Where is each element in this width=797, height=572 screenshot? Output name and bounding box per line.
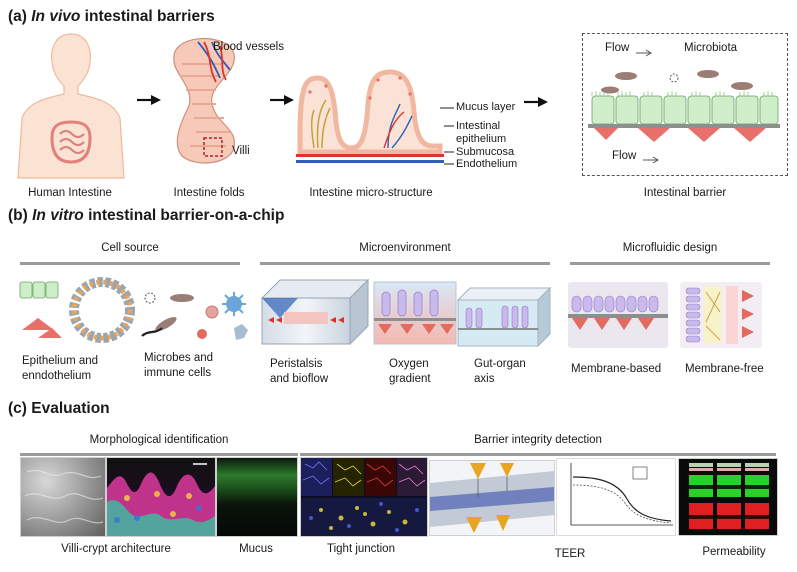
peristalsis-chip-illustration: [260, 278, 370, 346]
arrow-right-icon: [137, 95, 161, 105]
section-b-title: (b) In vitro intestinal barrier-on-a-chi…: [8, 207, 285, 224]
teer-impedance-plot: [556, 458, 676, 536]
gut-organ-axis-illustration: [456, 286, 552, 348]
rule-barrier-integrity: [300, 453, 776, 456]
label-blood-vessels: Blood vessels: [213, 41, 284, 53]
caption-membrane-free: Membrane-free: [685, 363, 764, 375]
caption-membrane-based: Membrane-based: [571, 363, 662, 375]
mucus-image: [216, 457, 298, 537]
caption-tight-junction: Tight junction: [327, 543, 395, 555]
arrow-right-icon: [524, 97, 548, 107]
label-flow-bottom: Flow: [612, 150, 637, 162]
caption-human-intestine: Human Intestine: [28, 187, 112, 199]
section-c-title: (c) Evaluation: [8, 400, 110, 417]
caption-intestine-micro-structure: Intestine micro-structure: [309, 187, 433, 199]
caption-gut-1: Gut-organ: [474, 358, 526, 370]
caption-oxygen-2: gradient: [389, 373, 431, 385]
header-morphological-identification: Morphological identification: [89, 434, 229, 446]
flow-arrow-icon: [636, 49, 652, 57]
microbes-immune-illustration: [141, 292, 248, 340]
microbiota-barrier-illustration: [588, 70, 780, 142]
label-submucosa: Submucosa: [456, 146, 515, 158]
human-body-illustration: [17, 33, 125, 179]
label-flow-top: Flow: [605, 42, 630, 54]
caption-epithelium-2: enndothelium: [22, 370, 92, 382]
label-mucus-layer: Mucus layer: [456, 101, 516, 113]
section-a-title: (a) In vivo intestinal barriers: [8, 8, 215, 25]
caption-oxygen-1: Oxygen: [389, 358, 429, 370]
permeability-image: [678, 458, 778, 536]
label-endothelium: Endothelium: [456, 158, 518, 170]
intestine-microstructure-illustration: [296, 69, 444, 163]
flow-arrow-icon: [643, 156, 659, 164]
villi-sem-image: [20, 457, 106, 537]
caption-villi-crypt-architecture: Villi-crypt architecture: [61, 543, 171, 555]
caption-intestine-folds: Intestine folds: [173, 187, 245, 199]
caption-microbes-1: Microbes and: [144, 352, 214, 364]
header-microfluidic-design: Microfluidic design: [622, 242, 718, 254]
label-microbiota: Microbiota: [684, 42, 738, 54]
tight-junction-image: [300, 457, 428, 537]
caption-gut-2: axis: [474, 373, 495, 385]
header-cell-source: Cell source: [101, 242, 159, 254]
caption-epithelium-1: Epithelium and: [22, 355, 99, 367]
membrane-based-illustration: [568, 282, 668, 348]
caption-mucus: Mucus: [239, 543, 273, 555]
caption-permeability: Permeability: [702, 546, 766, 558]
intestinal-barrier-box: [582, 33, 788, 176]
teer-chip-image: [429, 460, 555, 536]
rule-microenvironment: [260, 262, 550, 265]
rule-morphological: [20, 453, 298, 456]
caption-peristalsis-2: and bioflow: [270, 373, 329, 385]
oxygen-gradient-illustration: [373, 281, 457, 345]
label-epithelium: epithelium: [456, 133, 507, 145]
header-microenvironment: Microenvironment: [359, 242, 451, 254]
epithelium-cells-illustration: [19, 277, 135, 343]
caption-teer: TEER: [554, 548, 586, 560]
villi-fluorescence-image: [106, 457, 216, 537]
caption-peristalsis-1: Peristalsis: [270, 358, 323, 370]
caption-microbes-2: immune cells: [144, 367, 212, 379]
caption-intestinal-barrier: Intestinal barrier: [643, 187, 727, 199]
membrane-free-illustration: [680, 282, 762, 348]
rule-microfluidic-design: [570, 262, 770, 265]
label-leader-lines: [440, 107, 454, 165]
label-villi: Villi: [232, 145, 250, 157]
intestine-folds-illustration: [173, 37, 235, 164]
label-intestinal: Intestinal: [456, 120, 501, 132]
rule-cell-source: [20, 262, 240, 265]
arrow-right-icon: [270, 95, 294, 105]
header-barrier-integrity-detection: Barrier integrity detection: [474, 434, 602, 446]
